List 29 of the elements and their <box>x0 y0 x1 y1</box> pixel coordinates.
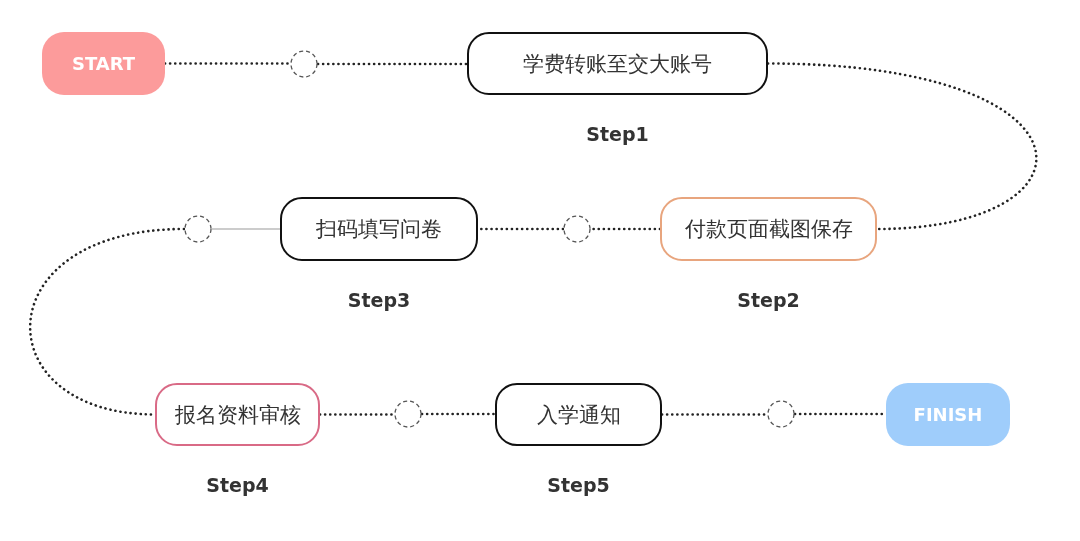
step-box <box>467 32 768 95</box>
step-text: 付款页面截图保存 <box>684 216 853 243</box>
dotted-connector <box>211 228 281 230</box>
dashed-circle <box>290 50 318 78</box>
dotted-connector <box>766 62 1037 231</box>
step-text: 扫码填写问卷 <box>316 216 442 243</box>
dotted-connector <box>318 413 396 416</box>
step-box <box>280 197 478 261</box>
step-text: FINISH <box>913 404 983 425</box>
step-label: Step4 <box>206 474 269 496</box>
step-label: Step1 <box>586 123 649 145</box>
dotted-connector <box>29 227 186 416</box>
dashed-circle <box>563 215 591 243</box>
step-label: Step3 <box>347 289 411 311</box>
dashed-circle <box>394 400 422 428</box>
step-text: 入学通知 <box>536 401 621 429</box>
step-label: Step2 <box>737 289 800 311</box>
step-text: 报名资料审核 <box>174 401 301 429</box>
dashed-circle <box>184 215 212 243</box>
dashed-circle <box>767 400 795 428</box>
terminal-pill <box>886 383 1010 446</box>
step-box <box>155 383 320 446</box>
step-text: START <box>71 53 136 74</box>
step-label: Step5 <box>547 474 610 496</box>
terminal-pill <box>42 32 165 95</box>
dotted-connector <box>163 62 292 65</box>
step-text: 学费转账至交大账号 <box>523 50 712 78</box>
step-box <box>495 383 662 446</box>
step-box <box>660 197 877 261</box>
